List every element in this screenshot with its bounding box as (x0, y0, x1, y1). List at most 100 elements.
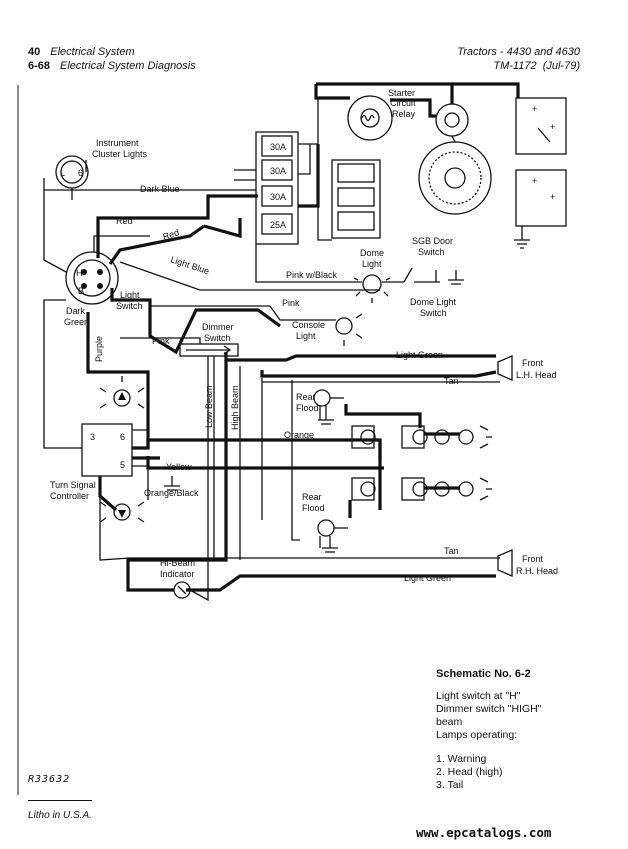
header-right-top: Tractors - 4430 and 4630 (457, 46, 580, 58)
sgb-door-switch (382, 267, 464, 285)
breaker-block (331, 159, 381, 239)
instrument-cluster-label-1: Instrument (96, 138, 139, 148)
dimmer-switch-label-2: Switch (204, 333, 231, 343)
caption-item-2: 2. Head (high) (436, 766, 503, 778)
sgb-switch-label-1: SGB Door (412, 236, 453, 246)
dimmer-switch-label-1: Dimmer (202, 322, 234, 332)
starter-motor (418, 103, 492, 215)
ground-rear-flood-2 (322, 536, 338, 553)
starter-relay (347, 95, 393, 141)
instrument-cluster-label-2: Cluster Lights (92, 149, 148, 159)
rear-flood-2 (317, 519, 348, 537)
caption-line-4: Lamps operating: (436, 729, 518, 741)
wire-orange-black: Orange/Black (144, 488, 199, 498)
svg-text:+: + (532, 104, 537, 114)
dome-switch-label-1: Dome Light (410, 297, 457, 307)
fuse-block: 30A 30A 30A 25A (255, 131, 299, 245)
wire-tan-2: Tan (444, 546, 459, 556)
console-light-label-1: Console (292, 320, 325, 330)
caption-line-2: Dimmer switch "HIGH" (436, 703, 542, 715)
footer-rule (28, 800, 92, 801)
rear-flood-1 (313, 389, 344, 407)
rear-flood-1-label-2: Flood (296, 403, 319, 413)
dark-green-label-1: Dark (66, 306, 86, 316)
caption-line-1: Light switch at "H" (436, 690, 521, 702)
section-title: Electrical System (50, 46, 135, 58)
dimmer-switch (179, 343, 239, 357)
fuse-4-label: 25A (270, 220, 286, 230)
ign-pin-h: H (76, 268, 83, 278)
ign-pin-b: B (78, 286, 84, 296)
dome-light-label-2: Light (362, 259, 382, 269)
instrument-cluster-connector: L 6 (55, 155, 89, 189)
caption-item-1: 1. Warning (436, 753, 487, 765)
ts-pin-5: 5 (120, 460, 125, 470)
turn-signal-label-2: Controller (50, 491, 89, 501)
fuse-3-label: 30A (270, 192, 286, 202)
energized-wires (86, 82, 520, 592)
ground-controller (164, 476, 180, 491)
wire-high-beam: High Beam (230, 385, 240, 430)
wire-pink-w-black: Pink w/Black (286, 270, 338, 280)
front-lh-label-1: Front (522, 358, 544, 368)
battery-1: + + (515, 97, 567, 155)
wire-pink-2: Pink (282, 298, 300, 308)
light-switch: H B (65, 251, 119, 305)
front-rh-label-1: Front (522, 554, 544, 564)
dome-light (353, 274, 391, 303)
cluster-pin-l: L (60, 168, 65, 178)
figure-reference: R33632 (28, 774, 71, 785)
wire-tan-1: Tan (444, 376, 459, 386)
watermark-url: www.epcatalogs.com (416, 825, 552, 840)
dome-switch-label-2: Switch (420, 308, 447, 318)
battery-ground (514, 226, 530, 249)
caption-line-3: beam (436, 716, 463, 728)
front-lh-label-2: L.H. Head (516, 370, 557, 380)
wire-low-beam: Low Beam (204, 385, 214, 428)
ts-pin-3: 3 (90, 432, 95, 442)
svg-text:+: + (550, 192, 555, 202)
dark-green-label-2: Green (64, 317, 89, 327)
subsection-title: Electrical System Diagnosis (60, 60, 196, 72)
fuse-1-label: 30A (270, 142, 286, 152)
wire-purple: Purple (94, 336, 104, 362)
dome-light-label-1: Dome (360, 248, 384, 258)
hibeam-label-1: Hi-Beam (160, 558, 195, 568)
warning-lamp-lower (99, 501, 145, 523)
manual-number: TM-1172 (493, 60, 537, 72)
tail-lamp-group-lower (351, 477, 492, 501)
turn-signal-controller: 6 5 3 (81, 423, 133, 477)
rear-flood-2-label-1: Rear (302, 492, 322, 502)
header-right-bottom: TM-1172 (Jul-79) (493, 60, 580, 72)
ground-rear-flood-1 (318, 404, 334, 425)
fuse-2-label: 30A (270, 166, 286, 176)
light-switch-label-2: Switch (116, 301, 143, 311)
wire-light-blue: Light Blue (169, 254, 210, 276)
front-rh-head (497, 549, 513, 577)
starter-relay-label-1: Starter (388, 88, 415, 98)
litho-note: Litho in U.S.A. (28, 810, 92, 821)
tail-lamp-group-upper (351, 425, 492, 449)
turn-signal-label-1: Turn Signal (50, 480, 96, 490)
caption-item-3: 3. Tail (436, 779, 464, 791)
sgb-switch-label-2: Switch (418, 247, 445, 257)
wire-orange: Orange (284, 430, 314, 440)
console-light-label-2: Light (296, 331, 316, 341)
starter-relay-label-3: Relay (392, 109, 416, 119)
light-switch-label-1: Light (120, 290, 140, 300)
front-rh-label-2: R.H. Head (516, 566, 558, 576)
caption-list: 1. Warning 2. Head (high) 3. Tail (436, 753, 541, 792)
manual-title: Tractors - 4430 and 4630 (457, 46, 580, 58)
manual-date: (Jul-79) (542, 60, 580, 72)
rear-flood-2-label-2: Flood (302, 503, 325, 513)
wire-dark-blue: Dark Blue (140, 184, 180, 194)
battery-2: + + (515, 169, 567, 227)
starter-relay-label-2: Circuit (390, 98, 416, 108)
svg-text:+: + (550, 122, 555, 132)
warning-lamp-upper (99, 376, 145, 409)
front-lh-head (497, 355, 513, 381)
caption-title: Schematic No. 6-2 (436, 668, 531, 680)
